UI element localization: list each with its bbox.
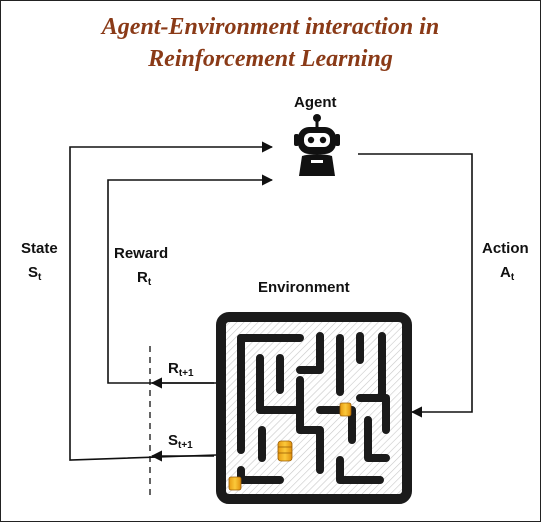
diagram-title-line-2: Reinforcement Learning: [148, 46, 393, 72]
robot-icon: [294, 114, 340, 176]
next-reward-symbol: Rt+1: [168, 360, 194, 379]
action-label: Action: [482, 240, 529, 257]
next-state-symbol: St+1: [168, 432, 193, 451]
state-label: State: [21, 240, 58, 257]
reward-label: Reward: [114, 245, 169, 262]
agent-label: Agent: [294, 94, 337, 111]
state-feedback-arrow: [69, 141, 274, 461]
action-symbol: At: [500, 264, 515, 283]
state-symbol: St: [28, 264, 42, 283]
action-arrow: [358, 153, 473, 418]
diagram-title-line-1: Agent-Environment interaction in: [101, 14, 440, 40]
reward-symbol: Rt: [137, 269, 152, 288]
environment-label: Environment: [258, 279, 350, 296]
maze-icon: [216, 312, 412, 504]
coin-stack-icon: [228, 402, 352, 491]
